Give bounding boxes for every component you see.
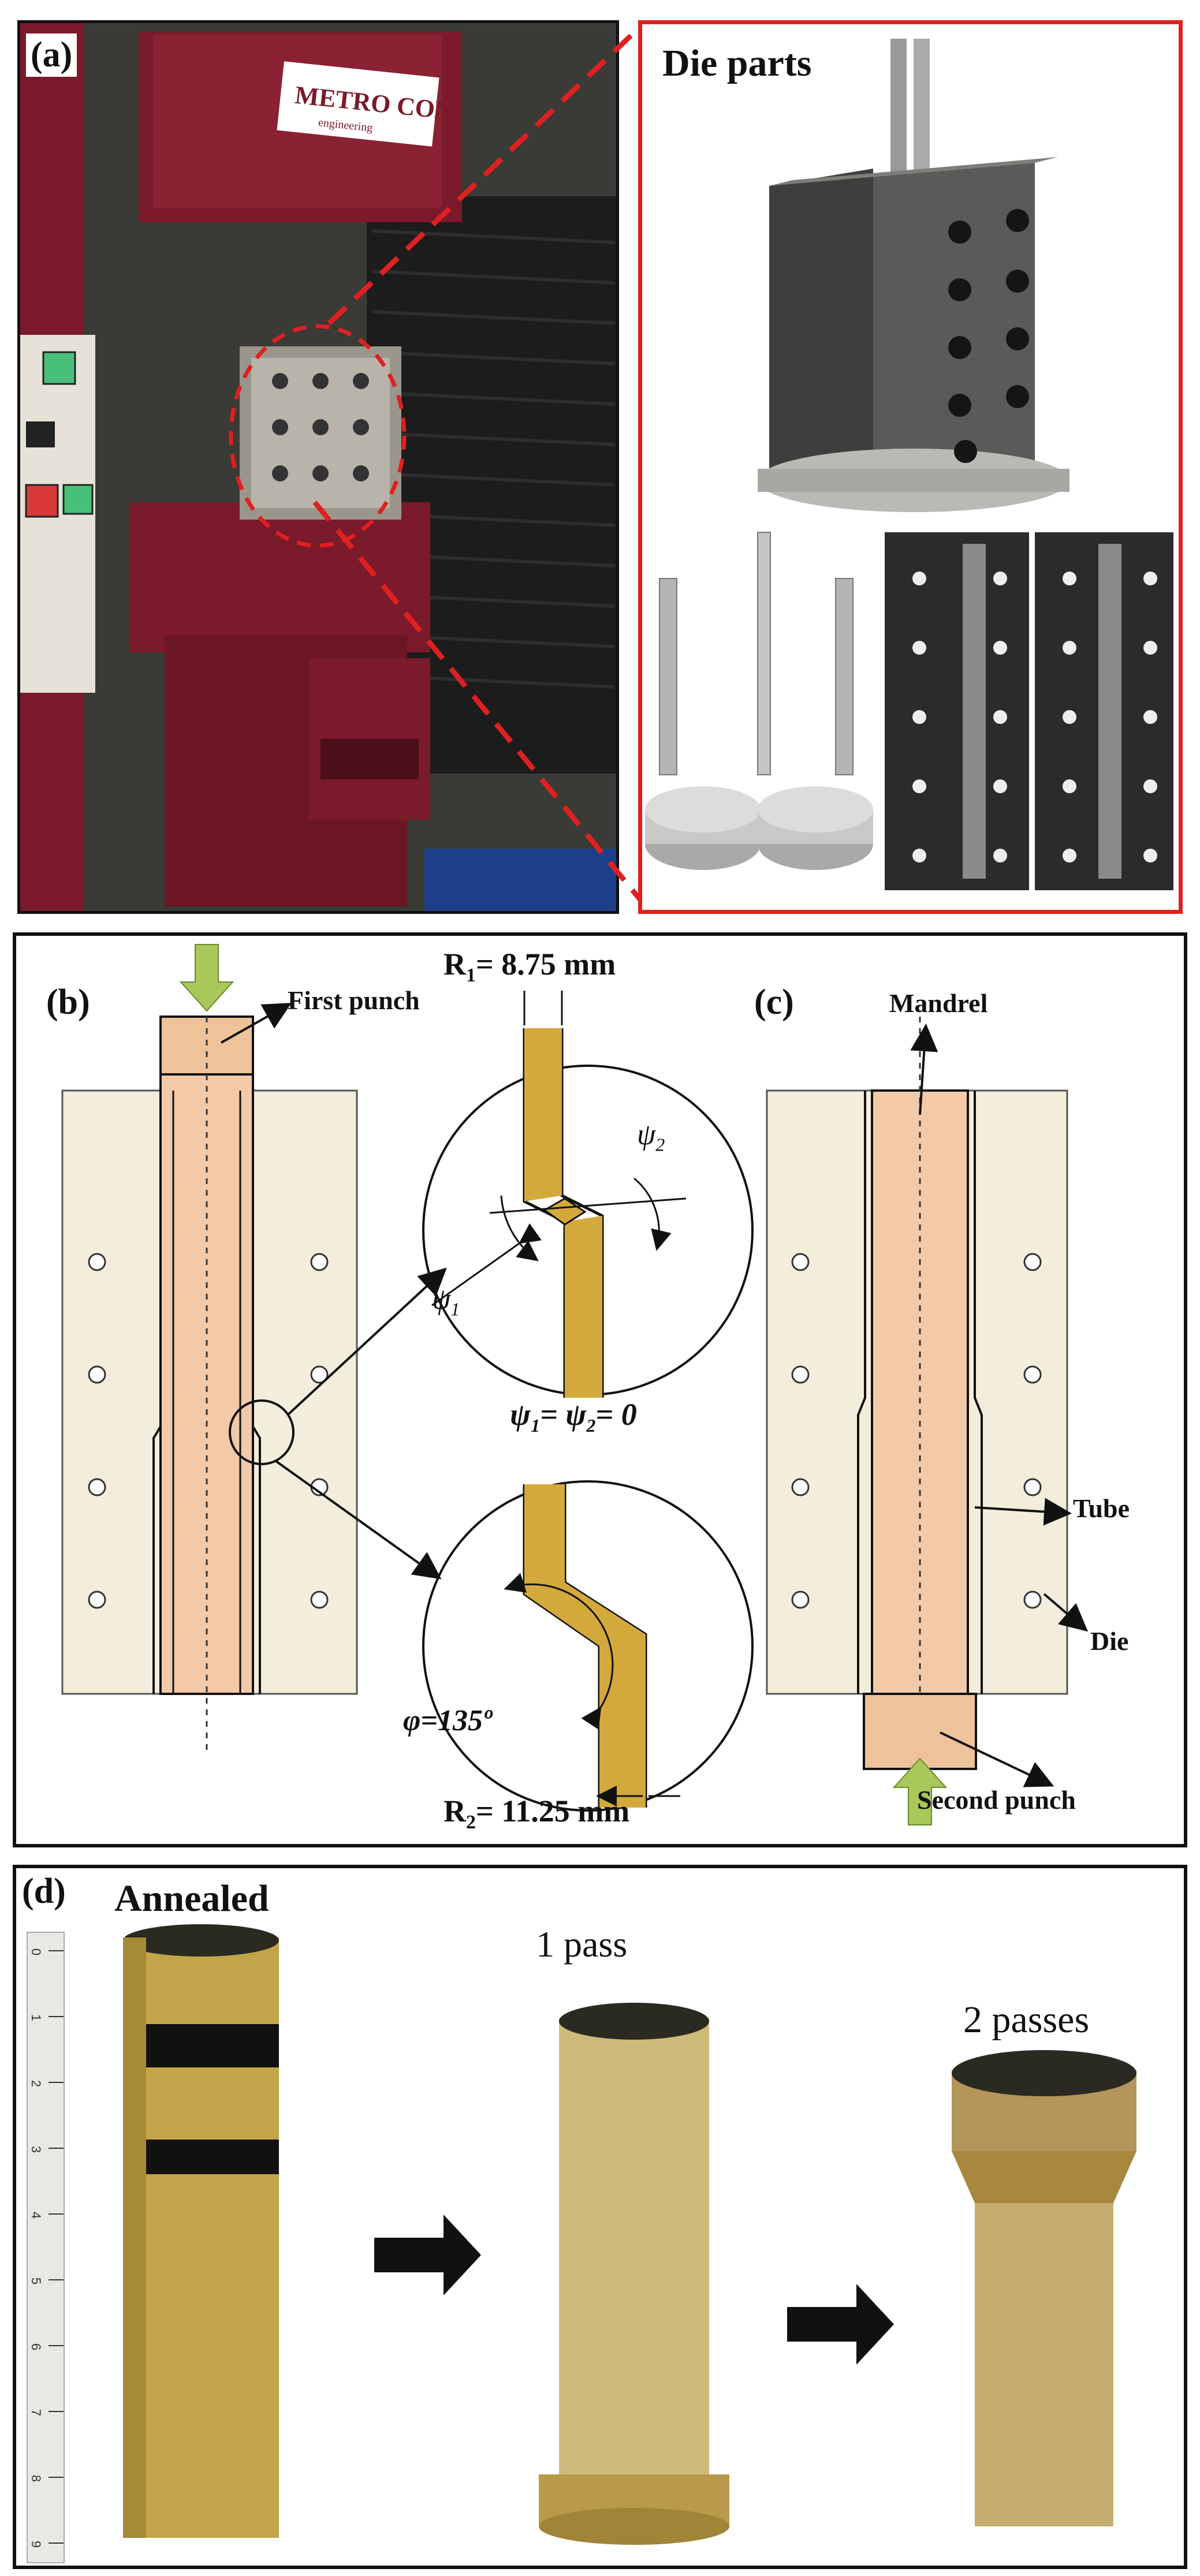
pass2-label: 2 passes	[963, 1999, 1090, 2041]
r1-label: R1= 8.75 mm	[444, 947, 616, 986]
ruler-tick-mark	[49, 1950, 64, 1951]
ruler-tick-mark	[49, 2082, 64, 2083]
zoom-connectors	[312, 24, 643, 902]
mandrel-label: Mandrel	[889, 988, 988, 1018]
machine-illustration: METRO COM engineering	[20, 23, 616, 911]
panel-b-label: (b)	[46, 983, 90, 1022]
phi-label: φ=135º	[403, 1704, 492, 1737]
pass1-label: 1 pass	[536, 1924, 628, 1965]
ruler-tick-mark	[49, 2477, 64, 2478]
schematic-panel: (b) R1= 8.75 mm First punch ψ2 ψ1 ψ1= ψ2…	[13, 932, 1187, 1847]
die-label: Die	[1090, 1626, 1129, 1656]
panel-c-label: (c)	[754, 983, 794, 1022]
annealed-label: Annealed	[114, 1877, 269, 1920]
panel-a-label: (a)	[26, 33, 77, 77]
die-parts-panel: Die parts	[638, 20, 1183, 914]
psi1-label: ψ1	[432, 1283, 460, 1320]
ruler-tick-mark	[49, 2148, 64, 2149]
ruler-tick-mark	[49, 2543, 64, 2544]
r2-label: R2= 11.25 mm	[444, 1794, 630, 1833]
tube-samples	[123, 1924, 1136, 2545]
schematic-diagram	[61, 944, 1089, 1825]
psi-equation: ψ1= ψ2= 0	[510, 1397, 637, 1436]
ruler-tick-mark	[49, 2345, 64, 2346]
die-parts-illustration	[645, 39, 1173, 890]
panel-a-photo: METRO COM engineering	[17, 20, 619, 914]
die-parts-title: Die parts	[662, 42, 812, 84]
tube-label: Tube	[1073, 1494, 1130, 1523]
ruler-tick-mark	[49, 2016, 64, 2017]
ruler-tick-mark	[49, 2411, 64, 2412]
ruler-tick-mark	[49, 2213, 64, 2215]
ruler-tick-mark	[49, 2279, 64, 2280]
second-punch-label: Second punch	[917, 1785, 1076, 1815]
psi2-label: ψ2	[637, 1118, 665, 1155]
panel-d-label: (d)	[22, 1872, 66, 1911]
first-punch-label: First punch	[288, 985, 420, 1015]
